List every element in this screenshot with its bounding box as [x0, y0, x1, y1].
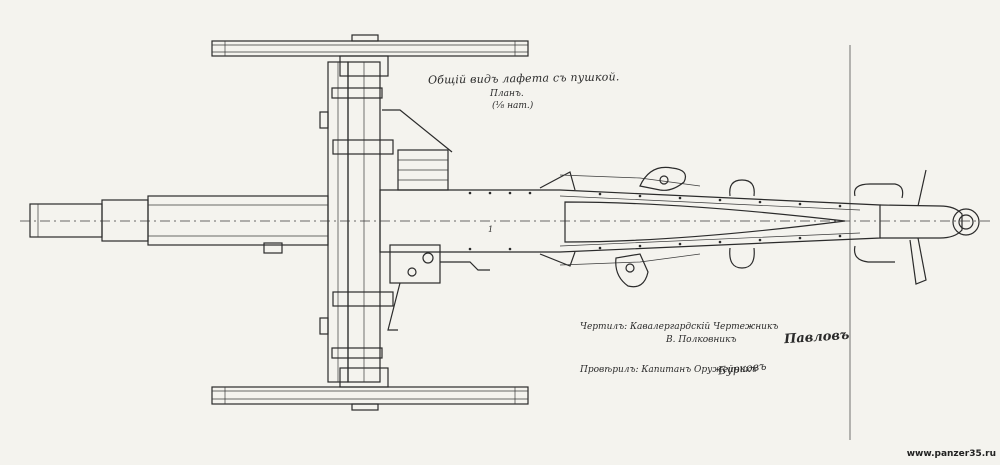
lower-wheel [211, 367, 529, 411]
trail-handle-bottom [729, 247, 755, 269]
spade-lever-top [639, 166, 687, 191]
watermark: www.panzer35.ru [906, 449, 996, 459]
dimension-mark: 1 [488, 225, 494, 234]
drafter-rank: В. Полковникъ [666, 335, 737, 345]
gun-barrel [29, 195, 329, 254]
elevating-gear [382, 109, 453, 191]
trail [379, 171, 881, 267]
checker-label: Провѣрилъ: Капитанъ Оружейникъ [580, 365, 757, 375]
drawing-scale: (⅛ нат.) [492, 101, 534, 111]
drafter-label: Чертилъ: Кавалергардскій Чертежникъ [580, 322, 779, 332]
drawing-subtitle: Планъ. [490, 89, 524, 99]
trail-handle-top [729, 179, 755, 197]
breech-mechanism [387, 244, 490, 331]
spade-lever-bottom [615, 253, 649, 288]
upper-wheel [211, 34, 529, 77]
lunette [853, 169, 980, 285]
